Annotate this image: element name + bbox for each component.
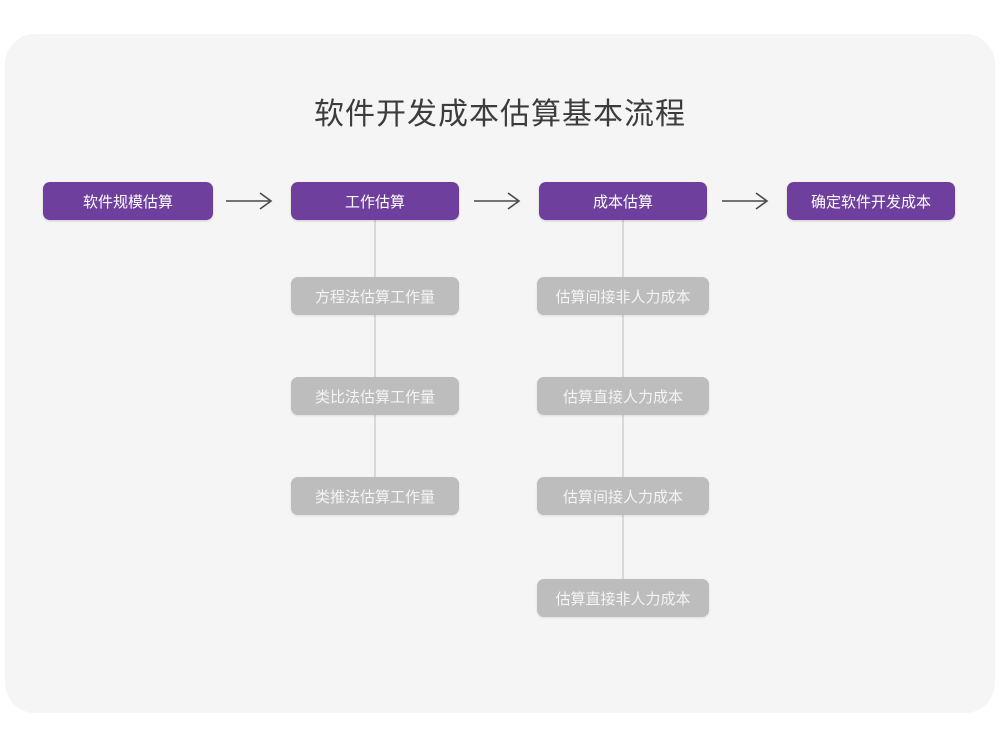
stage-node-cost-estimation[interactable]: 成本估算 xyxy=(539,182,707,220)
arrow-icon-1 xyxy=(222,186,280,216)
connector-line-stage-2 xyxy=(374,213,376,503)
diagram-card xyxy=(5,34,995,713)
substep-node-indirect-nonlabor-cost[interactable]: 估算间接非人力成本 xyxy=(537,277,709,315)
stage-node-label: 成本估算 xyxy=(592,193,653,211)
substep-node-equation-method-effort[interactable]: 方程法估算工作量 xyxy=(291,277,459,315)
substep-node-label: 类比法估算工作量 xyxy=(314,388,435,406)
stage-node-determine-development-cost[interactable]: 确定软件开发成本 xyxy=(787,182,955,220)
page-title: 软件开发成本估算基本流程 xyxy=(314,98,686,131)
substep-node-label: 类推法估算工作量 xyxy=(314,488,435,506)
substep-node-label: 方程法估算工作量 xyxy=(314,288,435,306)
substep-node-analogy-method-effort[interactable]: 类比法估算工作量 xyxy=(291,377,459,415)
stage-node-label: 确定软件开发成本 xyxy=(810,193,931,211)
stage-node-label: 软件规模估算 xyxy=(82,193,173,211)
stage-node-label: 工作估算 xyxy=(344,193,405,211)
stage-node-software-scale-estimation[interactable]: 软件规模估算 xyxy=(43,182,213,220)
arrow-icon-3 xyxy=(718,186,776,216)
substep-node-label: 估算直接人力成本 xyxy=(562,388,683,406)
substep-node-extrapolation-method-effort[interactable]: 类推法估算工作量 xyxy=(291,477,459,515)
substep-node-label: 估算间接非人力成本 xyxy=(555,288,691,306)
arrow-icon-2 xyxy=(470,186,528,216)
substep-node-label: 估算间接人力成本 xyxy=(562,488,683,506)
substep-node-direct-labor-cost[interactable]: 估算直接人力成本 xyxy=(537,377,709,415)
substep-node-indirect-labor-cost[interactable]: 估算间接人力成本 xyxy=(537,477,709,515)
substep-node-label: 估算直接非人力成本 xyxy=(555,590,691,608)
stage-node-work-estimation[interactable]: 工作估算 xyxy=(291,182,459,220)
substep-node-direct-nonlabor-cost[interactable]: 估算直接非人力成本 xyxy=(537,579,709,617)
